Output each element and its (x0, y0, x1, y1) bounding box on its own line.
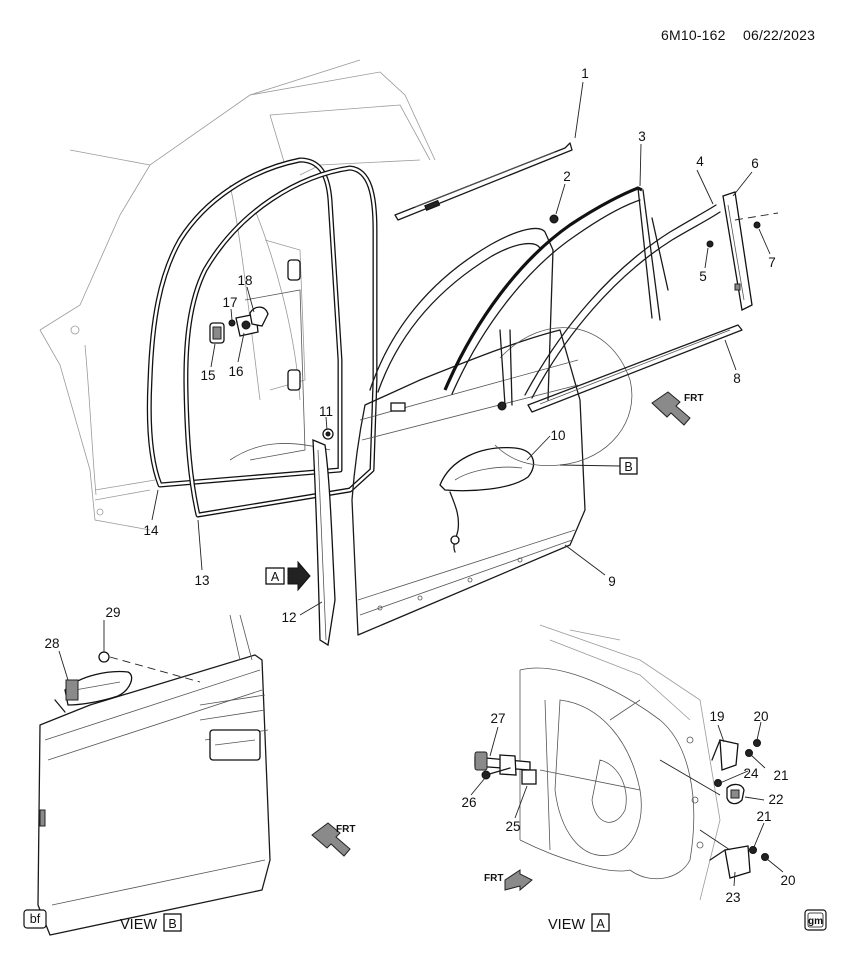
callout-10: 10 (550, 428, 565, 443)
callout-2: 2 (563, 169, 571, 184)
view-a-caption-box: A (596, 917, 605, 931)
view-b-detail-circle: B (494, 327, 638, 475)
outside-mirror-10 (439, 446, 535, 553)
callout-17: 17 (222, 295, 237, 310)
callout-13: 13 (194, 573, 209, 588)
callout-26: 26 (461, 795, 476, 810)
callout-7: 7 (768, 255, 776, 270)
part-21-bolt-lower (749, 846, 757, 854)
belt-reveal-molding-8 (527, 324, 743, 413)
part-17-screw (228, 319, 236, 327)
door-opening-seal-14 (146, 157, 343, 488)
belt-molding-1 (394, 142, 573, 221)
callout-28: 28 (44, 636, 59, 651)
callout-4: 4 (696, 154, 704, 169)
body-style-badge: bf (23, 909, 47, 929)
door-hinge-lower-23 (709, 845, 769, 879)
brand-logo-text: gm (808, 916, 823, 927)
part-7-alignment-line (734, 212, 779, 221)
frt-arrow-view-b: FRT (311, 822, 355, 857)
part-20-bolt-upper (753, 739, 761, 747)
callout-21-upper: 21 (773, 768, 788, 783)
frt-arrow-top: FRT (651, 391, 703, 426)
door-check-parts (209, 306, 269, 344)
part-7-clip (753, 221, 761, 229)
callout-8: 8 (733, 371, 741, 386)
part-2-clip (549, 214, 559, 224)
frt-label-view-b: FRT (336, 824, 355, 835)
view-a-box-label: A (271, 570, 280, 584)
view-b-door (37, 614, 271, 936)
leader-lines (58, 81, 784, 887)
hinge-pillar (229, 259, 331, 461)
callout-3: 3 (638, 129, 646, 144)
view-b-box-label: B (624, 460, 632, 474)
part-29-alignment-line (109, 656, 201, 683)
callout-5: 5 (699, 269, 707, 284)
callout-16: 16 (228, 364, 243, 379)
callout-29: 29 (105, 605, 120, 620)
view-a-arrow: A (265, 560, 311, 592)
callout-6: 6 (751, 156, 759, 171)
callout-12: 12 (281, 610, 296, 625)
view-a-caption: VIEW A (548, 913, 610, 933)
callout-21-lower: 21 (756, 809, 771, 824)
part-24-nut (714, 779, 722, 787)
part-18-striker (249, 306, 269, 327)
callout-25: 25 (505, 819, 520, 834)
callout-9: 9 (608, 574, 616, 589)
callout-20-upper: 20 (753, 709, 768, 724)
frt-label-top: FRT (684, 393, 703, 404)
door-hinge-upper-19 (711, 739, 761, 805)
callout-24: 24 (743, 766, 759, 781)
callout-11: 11 (319, 404, 333, 419)
callout-18: 18 (237, 273, 252, 288)
window-channel-3 (443, 186, 669, 411)
frt-arrow-view-a: FRT (484, 869, 533, 892)
diagram-date: 06/22/2023 (743, 27, 815, 43)
body-style-code: bf (30, 912, 41, 926)
frt-label-view-a: FRT (484, 873, 503, 884)
lower-molding-12 (312, 439, 336, 647)
callout-22: 22 (768, 792, 783, 807)
view-b-caption-box: B (168, 917, 176, 931)
door-weatherstrip-13 (183, 165, 378, 518)
diagram-code: 6M10-162 (661, 27, 726, 43)
part-25-bracket (521, 769, 537, 785)
part-5-fastener (706, 240, 714, 248)
part-21-bolt-upper (745, 749, 753, 757)
callout-27: 27 (490, 711, 505, 726)
callout-numbers: 1 2 3 4 5 6 7 8 9 10 11 12 13 14 15 16 1… (44, 66, 795, 905)
part-29-cap (98, 651, 110, 663)
view-b-prefix: VIEW (120, 917, 157, 933)
brand-badge: gm (804, 909, 827, 931)
door-check-link-27 (474, 751, 537, 785)
callout-15: 15 (200, 368, 215, 383)
front-door-assembly (351, 227, 586, 636)
callout-14: 14 (143, 523, 159, 538)
callout-19: 19 (709, 709, 724, 724)
view-a-hinge-pillar (519, 624, 721, 901)
view-a-prefix: VIEW (548, 917, 585, 933)
outside-handle-28 (54, 670, 133, 713)
callout-1: 1 (581, 66, 589, 81)
part-20-bolt-lower (761, 853, 769, 861)
applique-6 (722, 191, 753, 311)
view-b-caption: VIEW B (120, 913, 182, 933)
callout-20-lower: 20 (780, 873, 795, 888)
callout-23: 23 (725, 890, 740, 905)
window-reveal-molding-4 (524, 204, 721, 399)
